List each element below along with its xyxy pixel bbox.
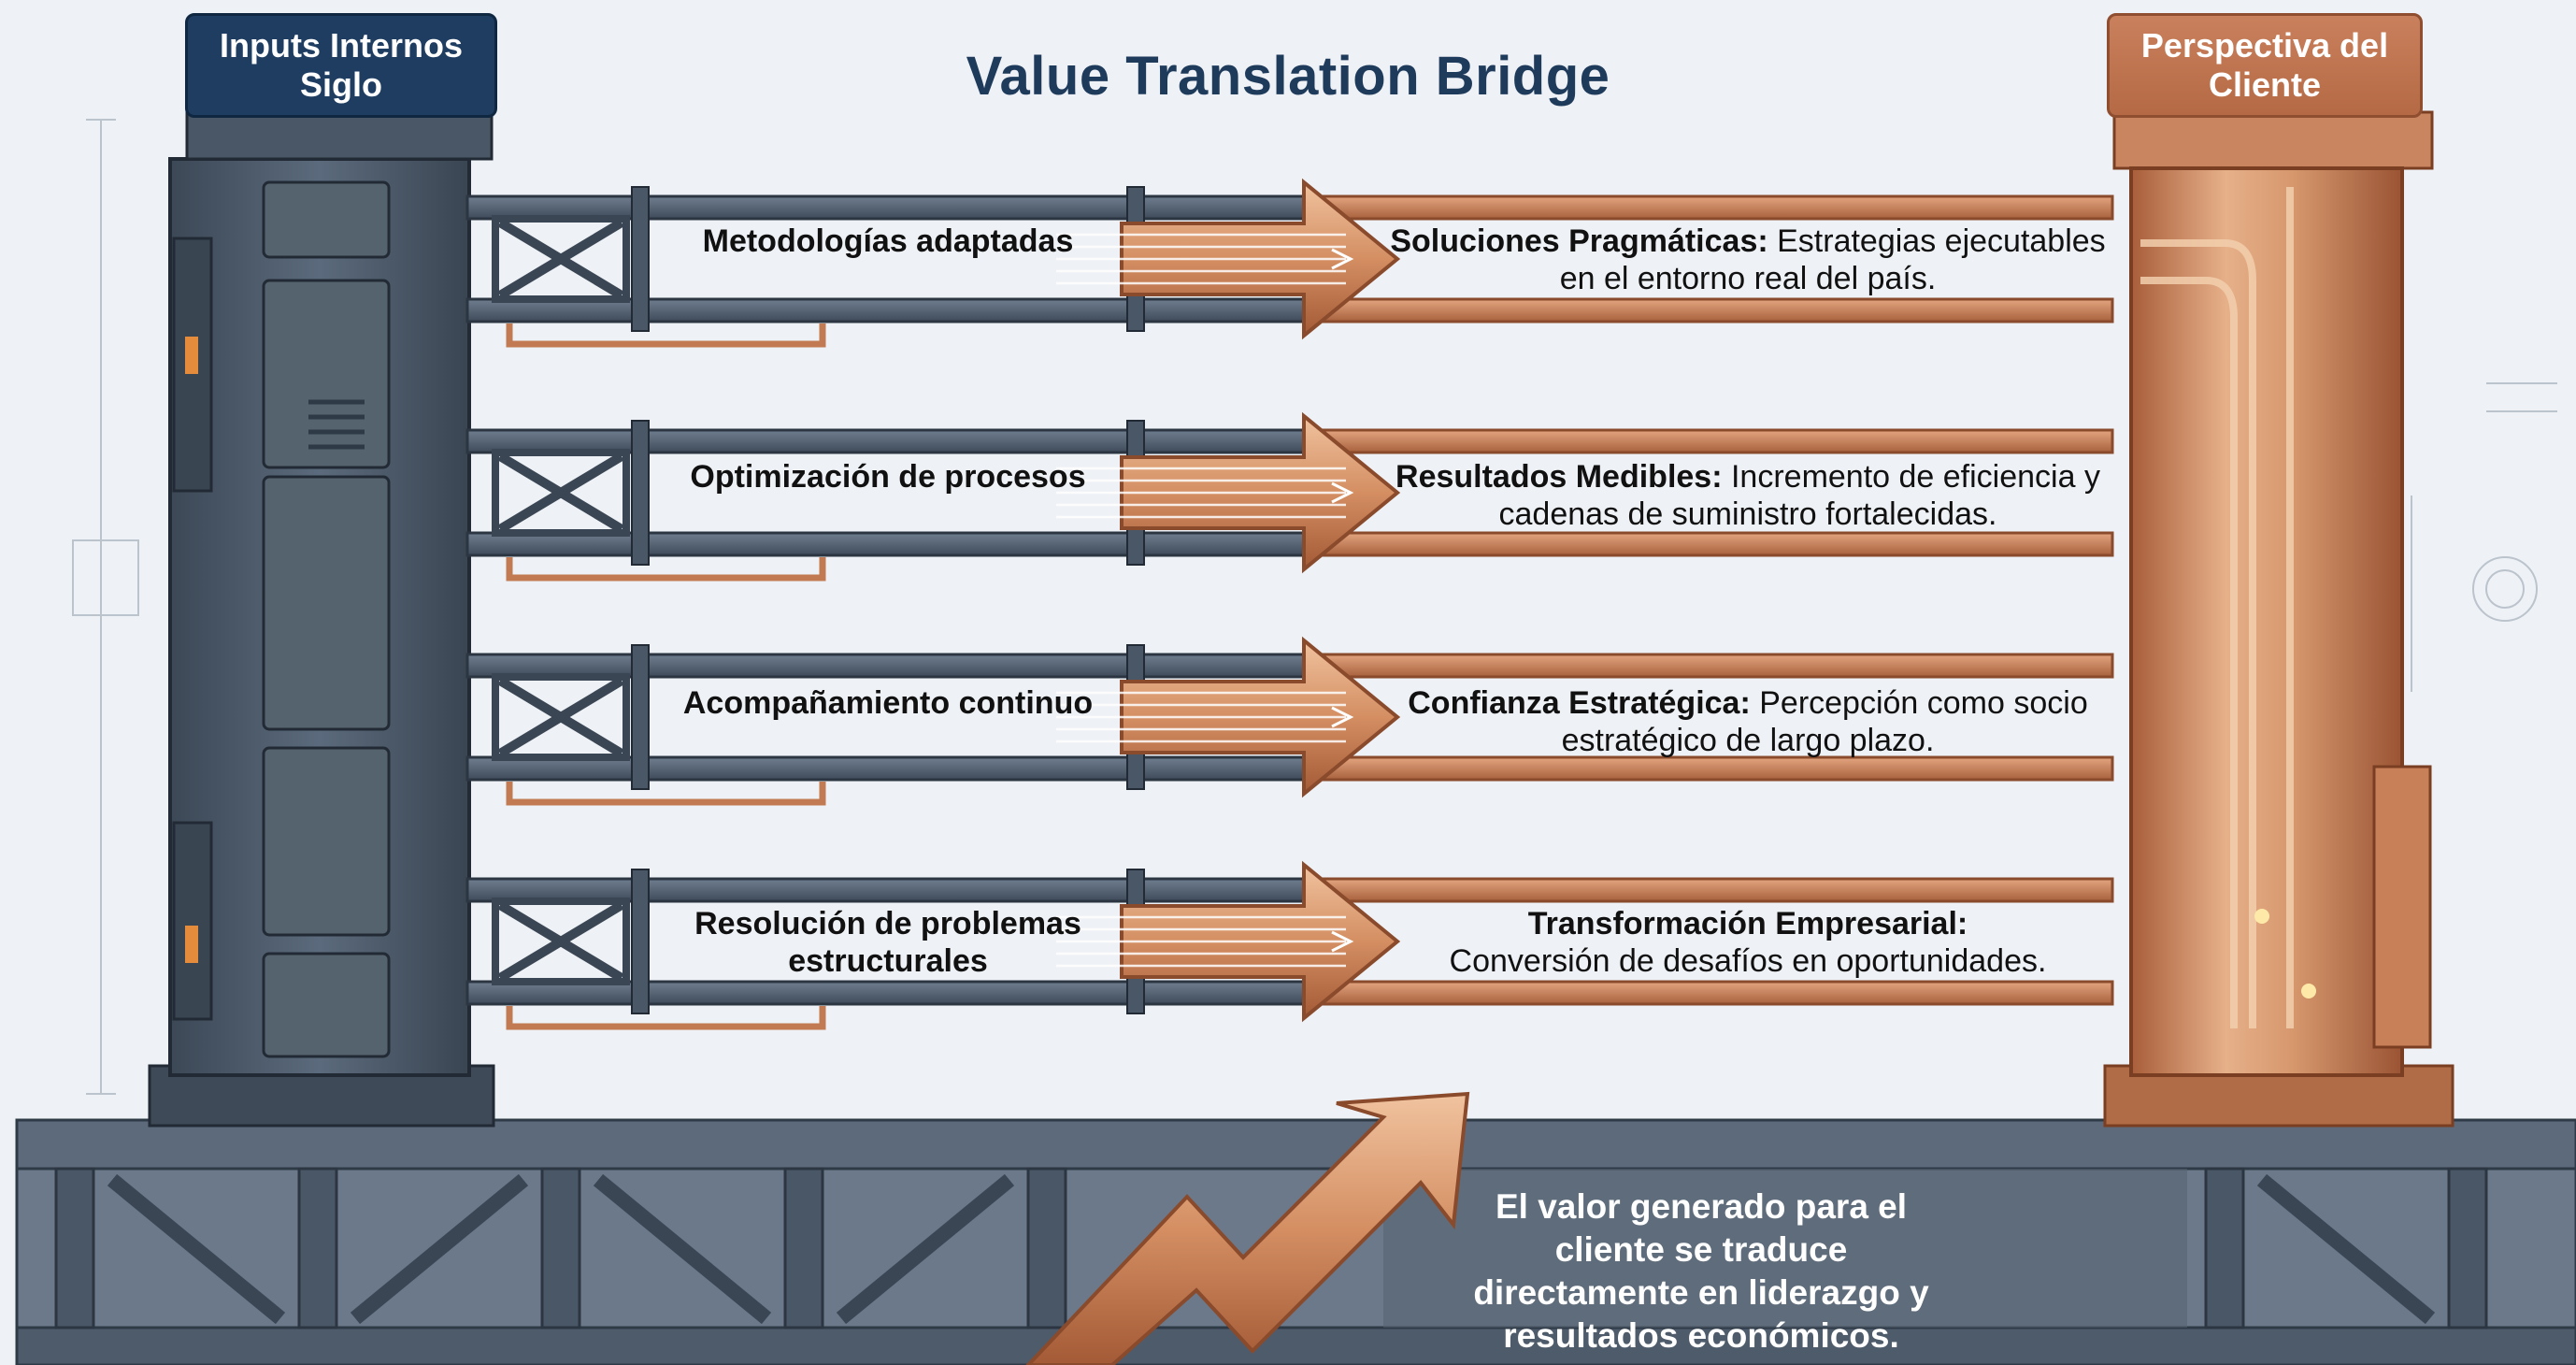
truss-diagonal-b-4 xyxy=(497,900,624,983)
truss-diagonal-b-3 xyxy=(497,676,624,758)
base-truss xyxy=(15,1118,2576,1365)
left-steel-pillar xyxy=(148,110,495,1128)
steel-beam-top-2 xyxy=(465,428,1310,454)
flow-arrowhead-4 xyxy=(1331,930,1354,953)
output-desc-2: Incremento de eficiencia y cadenas de su… xyxy=(1498,459,2100,532)
page-title: Value Translation Bridge xyxy=(966,46,1610,107)
output-label-1: Soluciones Pragmáticas: Estrategias ejec… xyxy=(1383,223,2112,297)
copper-beam-top-4 xyxy=(1307,877,2114,903)
right-pillar-label: Perspectiva del Cliente xyxy=(2107,13,2423,118)
truss-diagonal-b-2 xyxy=(497,452,624,534)
input-label-4: Resolución de problemas estructurales xyxy=(694,906,1081,979)
bottom-note: El valor generado para el cliente se tra… xyxy=(1473,1187,1929,1355)
output-title-2: Resultados Medibles: xyxy=(1395,459,1723,495)
truss-box-3 xyxy=(492,673,630,761)
output-label-4: Transformación Empresarial: Conversión d… xyxy=(1383,905,2112,980)
output-desc-3: Percepción como socio estratégico de lar… xyxy=(1561,685,2088,758)
output-desc-4: Conversión de desafíos en oportunidades. xyxy=(1449,943,2047,979)
copper-beam-top-1 xyxy=(1307,194,2114,221)
copper-beam-bottom-3 xyxy=(1307,755,2114,782)
input-label-3: Acompañamiento continuo xyxy=(682,685,1094,721)
input-label-1: Metodologías adaptadas xyxy=(702,223,1074,259)
copper-pipe-3 xyxy=(506,782,826,806)
truss-box-2 xyxy=(492,449,630,537)
copper-pipe-2 xyxy=(506,557,826,582)
flow-arrowhead-1 xyxy=(1331,248,1354,270)
flow-arrowhead-3 xyxy=(1331,706,1354,728)
copper-beam-bottom-4 xyxy=(1307,980,2114,1006)
right-copper-pillar xyxy=(2103,110,2454,1128)
bridge-rows xyxy=(465,178,2114,1030)
output-label-3: Confianza Estratégica: Percepción como s… xyxy=(1383,684,2112,759)
left-pillar-label: Inputs Internos Siglo xyxy=(185,13,497,118)
beam-clamp-a-4 xyxy=(631,869,650,1014)
copper-beam-bottom-2 xyxy=(1307,531,2114,557)
blueprint-sketch-lines xyxy=(72,119,2557,1095)
steel-beam-bottom-2 xyxy=(465,531,1310,557)
copper-pipe-1 xyxy=(506,323,826,348)
beam-clamp-a-3 xyxy=(631,644,650,790)
truss-box-1 xyxy=(492,215,630,303)
input-label-2: Optimización de procesos xyxy=(690,459,1086,495)
output-desc-1: Estrategias ejecutables en el entorno re… xyxy=(1559,223,2106,296)
output-title-1: Soluciones Pragmáticas: xyxy=(1390,223,1768,259)
truss-box-4 xyxy=(492,898,630,985)
growth-arrow-icon xyxy=(1025,1091,1470,1365)
output-title-4: Transformación Empresarial: xyxy=(1527,906,1968,941)
copper-beam-top-2 xyxy=(1307,428,2114,454)
truss-diagonal-b-1 xyxy=(497,218,624,300)
output-label-2: Resultados Medibles: Incremento de efici… xyxy=(1383,458,2112,533)
beam-clamp-a-1 xyxy=(631,186,650,332)
copper-pipe-4 xyxy=(506,1006,826,1030)
copper-beam-bottom-1 xyxy=(1307,297,2114,323)
copper-beam-top-3 xyxy=(1307,653,2114,679)
flow-arrowhead-2 xyxy=(1331,481,1354,504)
output-title-3: Confianza Estratégica: xyxy=(1408,685,1751,721)
beam-clamp-a-2 xyxy=(631,420,650,566)
